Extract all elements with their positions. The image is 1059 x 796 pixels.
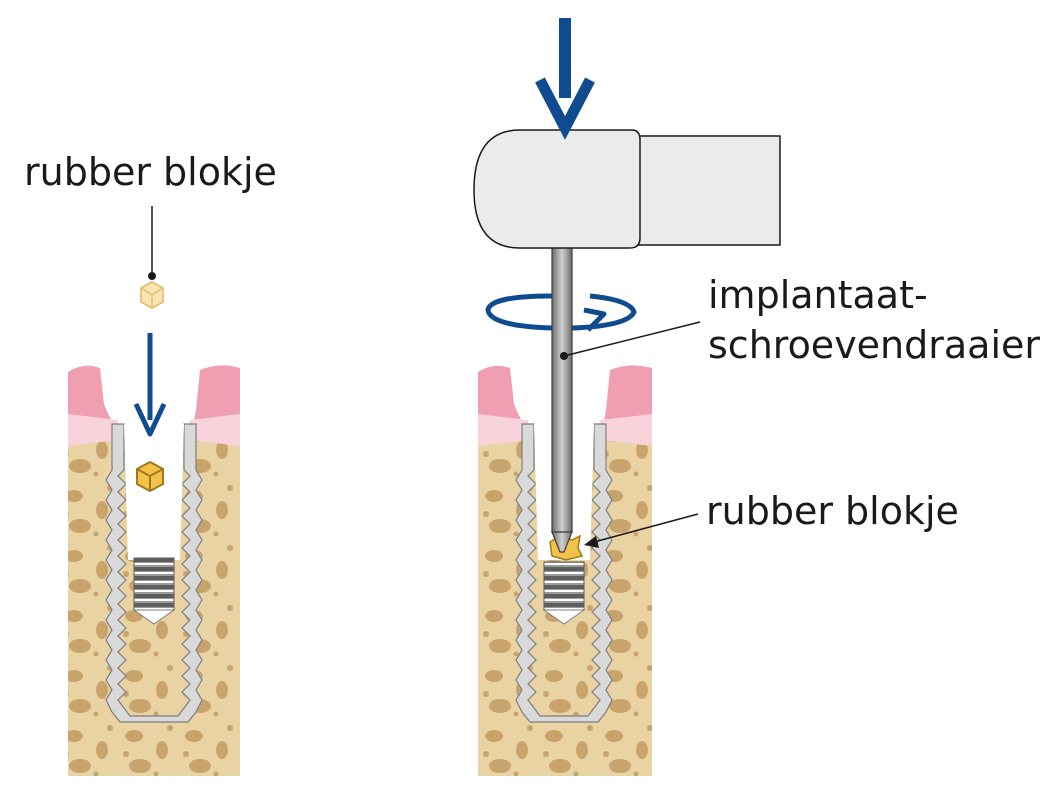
top-arrow-down-icon	[535, 18, 595, 140]
screwdriver-label-dot	[560, 352, 568, 360]
screwdriver-label-line2: schroevendraaier	[708, 323, 1040, 367]
left-arrow-down-icon	[133, 333, 167, 437]
left-rubber-block-falling	[136, 460, 164, 493]
left-rubber-block-icon	[140, 281, 164, 309]
handpiece	[473, 129, 781, 249]
left-panel: rubber blokje	[24, 150, 277, 776]
screwdriver-label-line1: implantaat-	[708, 273, 928, 317]
left-implant	[105, 423, 203, 723]
left-label-dot	[148, 272, 156, 280]
rotation-arrow-icon	[485, 293, 637, 332]
left-gum	[68, 365, 240, 446]
right-gum	[478, 365, 652, 446]
screwdriver-shaft	[551, 245, 573, 553]
rubber-block-label-arrow	[584, 513, 699, 548]
right-rubber-block-label: rubber blokje	[706, 489, 959, 533]
screwdriver-label-leader	[563, 321, 701, 357]
left-rubber-block-label: rubber blokje	[24, 150, 277, 194]
right-panel: implantaat- schroevendraaier rubber blok…	[473, 18, 1040, 776]
